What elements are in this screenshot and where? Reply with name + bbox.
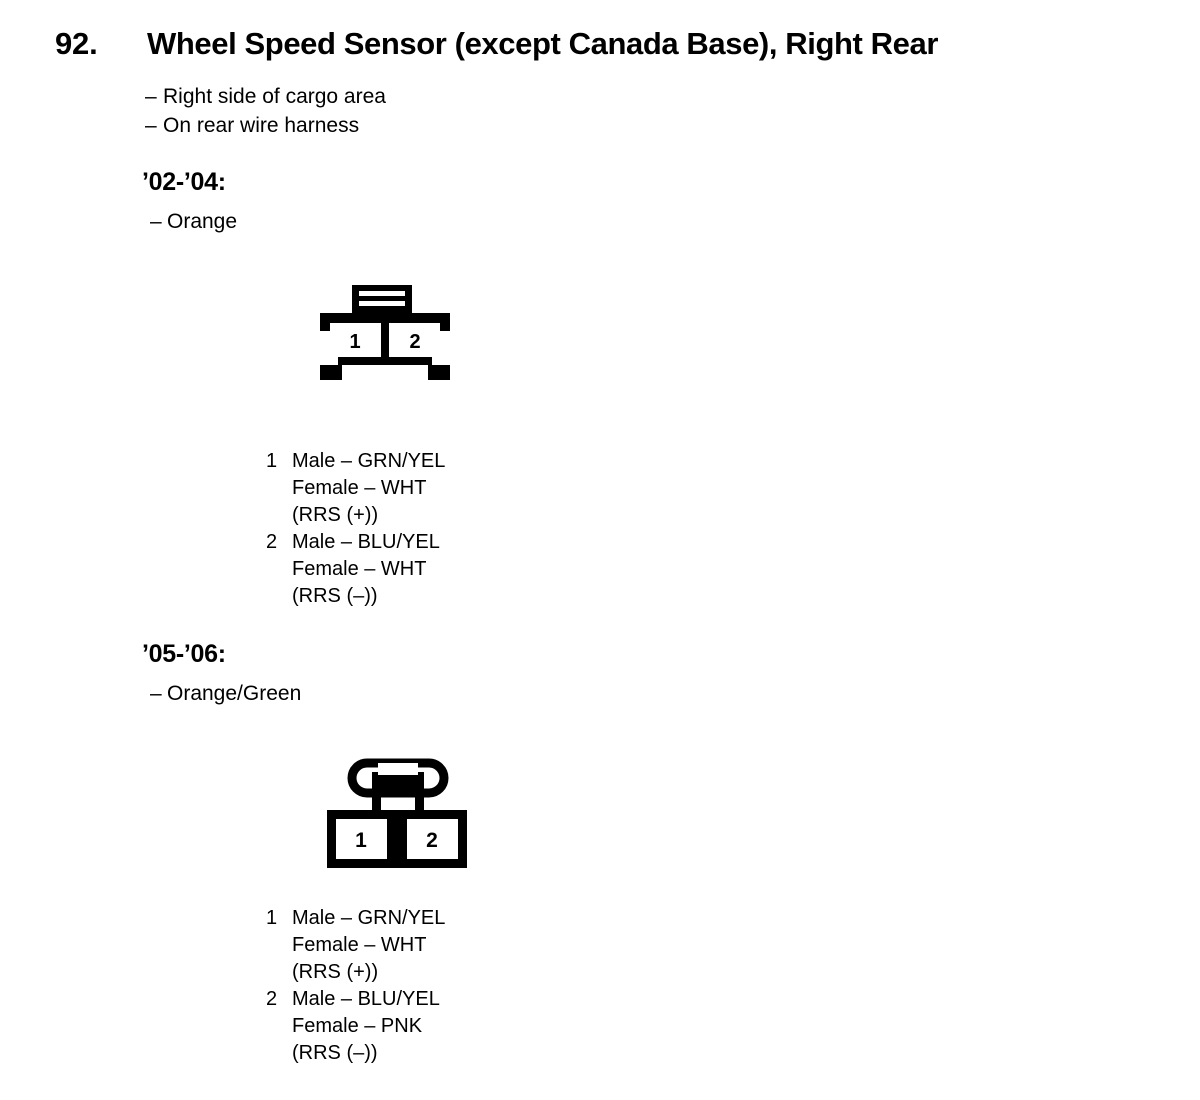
cavity-1-interior bbox=[330, 323, 381, 357]
pin-detail-line: (RRS (–)) bbox=[292, 585, 378, 607]
dash-glyph: – bbox=[145, 114, 157, 137]
latch-stem-left bbox=[372, 790, 381, 814]
pin-detail-line: (RRS (–)) bbox=[292, 1042, 378, 1064]
pin-row: 2 Male – BLU/YEL Female – WHT (RRS (–)) bbox=[266, 529, 686, 610]
pin-number: 1 bbox=[266, 450, 278, 472]
latch-tab bbox=[352, 285, 412, 313]
cavity-label-2: 2 bbox=[426, 829, 438, 852]
pin-detail-line: Female – PNK bbox=[292, 1015, 423, 1037]
pin-detail-line: Female – WHT bbox=[292, 558, 427, 580]
location-item-label: Right side of cargo area bbox=[163, 85, 386, 108]
page-header: 92. Wheel Speed Sensor (except Canada Ba… bbox=[0, 26, 1200, 72]
cavity-2-interior bbox=[389, 323, 440, 357]
pin-detail-line: Female – WHT bbox=[292, 477, 427, 499]
cavity-label-1: 1 bbox=[355, 829, 367, 852]
dash-glyph: – bbox=[150, 210, 162, 233]
cavity-label-2: 2 bbox=[409, 331, 420, 353]
pin-detail-line: Male – GRN/YEL bbox=[292, 450, 446, 472]
pin-detail-line: Male – GRN/YEL bbox=[292, 907, 446, 929]
cavity-1-interior bbox=[336, 819, 387, 859]
pin-row: 2 Male – BLU/YEL Female – PNK (RRS (–)) bbox=[266, 986, 686, 1067]
connector-diagram-flanged-tab: 1 2 bbox=[310, 280, 490, 390]
latch-stem-right bbox=[415, 790, 424, 814]
connector-svg: 1 2 bbox=[320, 285, 450, 380]
variant-color: –Orange bbox=[150, 210, 237, 234]
pin-detail-line: Female – WHT bbox=[292, 934, 427, 956]
cavity-2-interior bbox=[407, 819, 458, 859]
latch-saddle bbox=[372, 772, 424, 793]
pin-detail-line: Male – BLU/YEL bbox=[292, 988, 440, 1010]
latch-saddle-notch bbox=[378, 763, 418, 775]
pin-detail-line: Male – BLU/YEL bbox=[292, 531, 440, 553]
variant-color-label: Orange bbox=[167, 210, 238, 233]
location-item-label: On rear wire harness bbox=[163, 114, 360, 137]
connector-diagram-loop-latch: 1 2 bbox=[310, 758, 490, 868]
cavity-label-1: 1 bbox=[349, 331, 360, 353]
variant-color-label: Orange/Green bbox=[167, 682, 302, 705]
pin-row: 1 Male – GRN/YEL Female – WHT (RRS (+)) bbox=[266, 905, 686, 986]
pin-detail-line: (RRS (+)) bbox=[292, 504, 379, 526]
location-list: –Right side of cargo area –On rear wire … bbox=[145, 82, 745, 140]
location-item: –Right side of cargo area bbox=[145, 82, 745, 111]
connector-svg: 1 2 bbox=[327, 758, 467, 868]
pin-list: 1 Male – GRN/YEL Female – WHT (RRS (+)) … bbox=[266, 448, 686, 610]
page-title: Wheel Speed Sensor (except Canada Base),… bbox=[147, 26, 939, 61]
dash-glyph: – bbox=[145, 85, 157, 108]
pin-row: 1 Male – GRN/YEL Female – WHT (RRS (+)) bbox=[266, 448, 686, 529]
pin-list: 1 Male – GRN/YEL Female – WHT (RRS (+)) … bbox=[266, 905, 686, 1067]
variant-color: –Orange/Green bbox=[150, 682, 301, 706]
location-item: –On rear wire harness bbox=[145, 111, 745, 140]
variant-heading: ’05-’06: bbox=[142, 640, 226, 668]
item-number: 92. bbox=[55, 26, 98, 61]
pin-number: 2 bbox=[266, 531, 278, 553]
dash-glyph: – bbox=[150, 682, 162, 705]
pin-number: 2 bbox=[266, 988, 278, 1010]
pin-number: 1 bbox=[266, 907, 278, 929]
variant-heading: ’02-’04: bbox=[142, 168, 226, 196]
cavity-divider bbox=[381, 313, 389, 365]
pin-detail-line: (RRS (+)) bbox=[292, 961, 379, 983]
